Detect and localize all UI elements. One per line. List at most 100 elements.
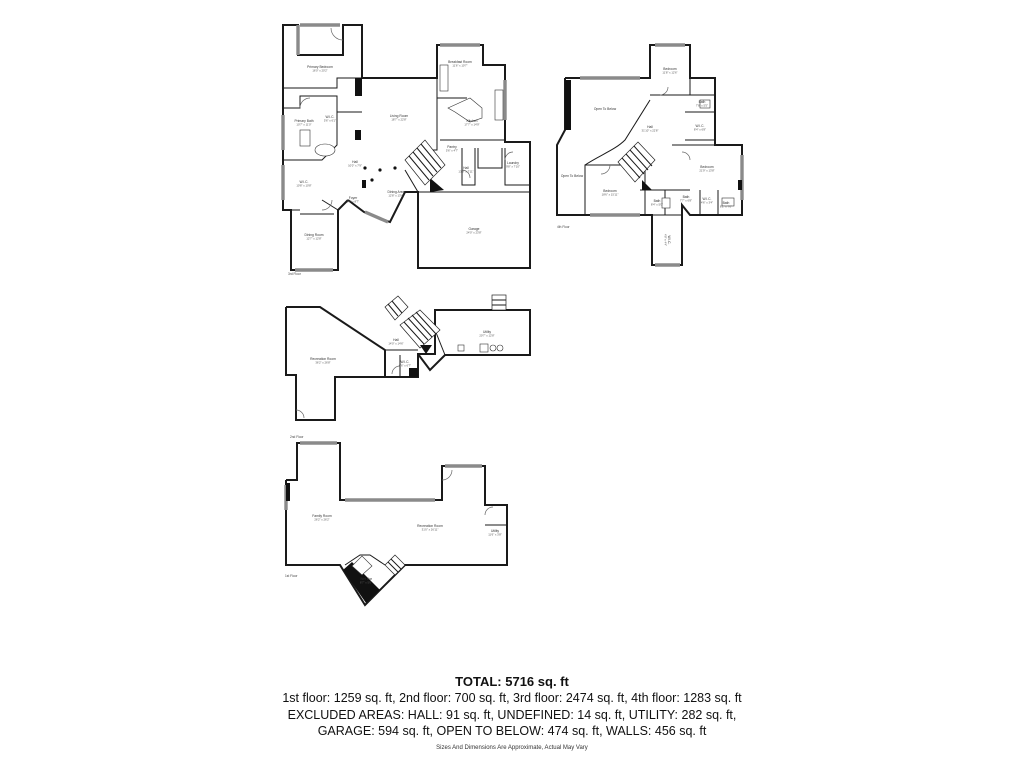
room-dimensions: 12'8" x 13'4" — [388, 193, 403, 197]
total-area: TOTAL: 5716 sq. ft — [455, 674, 569, 689]
room-name: Pantry — [447, 145, 457, 149]
floor-label-first: 3rd Floor — [288, 272, 302, 276]
room-wic-2: W.I.C.10'8" x 10'8" — [296, 180, 311, 187]
room-name: Garage — [469, 227, 480, 231]
upper-level-plan — [556, 43, 744, 267]
excluded-areas: EXCLUDED AREAS: HALL: 91 sq. ft, UNDEFIN… — [287, 707, 737, 722]
floor-areas: 1st floor: 1259 sq. ft, 2nd floor: 700 s… — [282, 691, 742, 705]
room-name: Living Room — [390, 114, 409, 118]
room-name: Utility — [483, 330, 491, 334]
room-dimensions: 5'6" x 4'7" — [446, 148, 458, 152]
room-dimensions: 13'8" x 7'11" — [458, 169, 473, 173]
room-name: Kitchen — [467, 119, 478, 123]
room-name: Recreation Room — [310, 357, 336, 361]
room-name: Bath — [654, 199, 661, 203]
room-dimensions: 8'7" x 5'0" — [360, 580, 372, 584]
room-open-to-below-2: Open To Below — [561, 174, 584, 178]
room-dimensions: 24'0" x 23'8" — [466, 230, 481, 234]
room-dimensions: 31'10" x 22'8" — [642, 128, 659, 132]
room-name: W.I.C. — [696, 124, 705, 128]
room-name: Hall — [393, 338, 399, 342]
room-dimensions: 18'6" x 15'11" — [602, 192, 619, 196]
room-name: Laundry — [507, 161, 519, 165]
room-dimensions: 10'0" x 7'9" — [348, 163, 362, 167]
floor-label-fourth: 1st Floor — [285, 574, 298, 578]
disclaimer: Sizes And Dimensions Are Approximate, Ac… — [436, 744, 588, 751]
room-dimensions: 36'2" x 26'8" — [315, 360, 330, 364]
room-dimensions: 26'2" x 26'2" — [314, 517, 329, 521]
room-name: Dining Room — [304, 233, 323, 237]
room-dimensions: 7'7" x 6'8" — [680, 198, 692, 202]
room-name: Bath — [723, 201, 730, 205]
room-dimensions: 16'0" x 20'2" — [312, 68, 327, 72]
room-wic-5: W.I.C.4'8" x 4'4" — [664, 234, 671, 246]
room-name: W.I.C. — [300, 180, 309, 184]
room-dimensions: 11'6" x 3'8" — [488, 532, 502, 536]
room-dimensions: 11'6" x 10'7" — [452, 63, 467, 67]
room-dimensions: 10'7" x 11'0" — [296, 122, 311, 126]
room-name: Bedroom — [663, 67, 677, 71]
lower-level-plan — [285, 294, 531, 421]
room-open-to-below-1: Open To Below — [594, 107, 617, 111]
room-dimensions: 4'8" x 4'4" — [664, 234, 668, 246]
room-dimensions: 31'0" x 26'11" — [422, 527, 439, 531]
room-dimensions: 8'4" x 6'8" — [694, 127, 706, 131]
room-name: Open To Below — [594, 107, 617, 111]
room-dimensions: 4'6" x 3'4" — [701, 200, 713, 204]
room-name: Recreation Room — [417, 524, 443, 528]
room-name: Bath — [683, 195, 690, 199]
room-name: Open To Below — [561, 174, 584, 178]
floor-label-third: 2nd Floor — [290, 435, 304, 439]
room-dimensions: 8'4" x 5'0" — [651, 202, 663, 206]
room-wic-7: W.I.C.6'6" x 6'7" — [399, 360, 411, 367]
room-dimensions: 8'1" x 7'0" — [720, 204, 732, 208]
room-dimensions: 5'6" x 6'1" — [324, 118, 336, 122]
room-dimensions: 10'8" x 10'8" — [296, 183, 311, 187]
room-dimensions: 21'9" x 13'8" — [699, 168, 714, 172]
room-dimensions: 20'7" x 12'8" — [479, 333, 494, 337]
room-dimensions: 12'7" x 12'8" — [306, 236, 321, 240]
room-dimensions: 18'7" x 22'8" — [391, 117, 406, 121]
room-wic-1: W.I.C.5'6" x 6'1" — [324, 115, 336, 122]
room-dimensions: 11'8" x 12'6" — [662, 70, 677, 74]
main-level-plan — [281, 23, 531, 272]
room-name: Wet Bar — [360, 577, 373, 581]
floor-label-second: 4th Floor — [557, 225, 571, 229]
room-wic-3: W.I.C.8'4" x 6'8" — [694, 124, 706, 131]
room-name: Hall — [352, 160, 358, 164]
room-name: Breakfast Room — [448, 60, 472, 64]
basement-level-plan — [284, 441, 508, 607]
excluded-areas-continued: GARAGE: 594 sq. ft, OPEN TO BELOW: 474 s… — [317, 724, 707, 738]
room-name: Primary Bath — [294, 119, 313, 123]
room-name: Bedroom — [603, 189, 617, 193]
room-name: Hall — [463, 166, 469, 170]
room-name: Dining Area — [387, 190, 404, 194]
room-name: Bath — [699, 100, 706, 104]
room-dimensions: 6'6" x 6'7" — [399, 363, 411, 367]
room-dimensions: 9'6" x 8'7" — [347, 199, 359, 203]
room-dimensions: 7'8" x 5'5" — [696, 103, 708, 107]
room-name: W.I.C. — [703, 197, 712, 201]
